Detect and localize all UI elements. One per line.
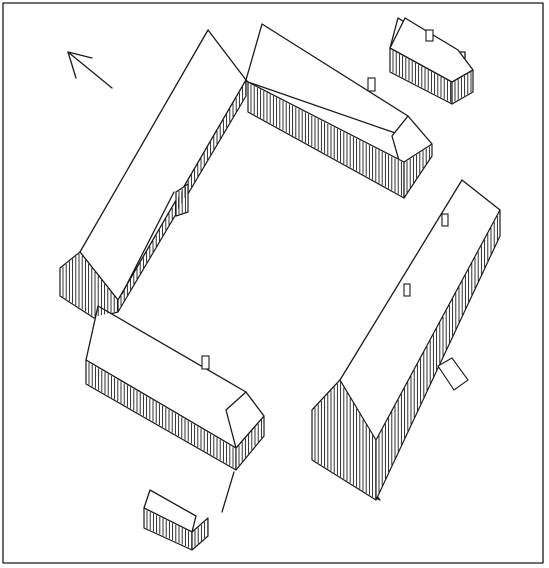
north-arrow-icon bbox=[67, 51, 113, 89]
chimney bbox=[425, 29, 434, 42]
path-line bbox=[221, 471, 235, 513]
outbuilding-bottom bbox=[143, 489, 209, 551]
wall-hatching bbox=[62, 50, 498, 549]
chimney bbox=[403, 283, 411, 297]
chimney bbox=[367, 77, 376, 92]
courtyard-edge bbox=[121, 191, 175, 295]
barn-bottom-wing bbox=[85, 305, 265, 471]
barn-left-wing bbox=[59, 29, 247, 319]
chimney bbox=[201, 355, 210, 370]
entrance-steps bbox=[437, 357, 469, 391]
barn-top-wing bbox=[245, 23, 433, 199]
chimney bbox=[441, 213, 449, 227]
figure-frame bbox=[2, 2, 544, 564]
